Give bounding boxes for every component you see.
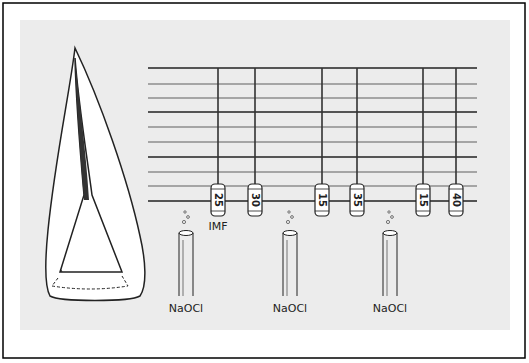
- syringe-tip: [383, 231, 397, 236]
- bubble: [391, 216, 394, 219]
- file-handle: [315, 184, 329, 216]
- syringe-wall: [179, 233, 180, 296]
- file-shaft: [356, 68, 358, 186]
- syringe-wall: [283, 233, 284, 296]
- handle-ring: [449, 189, 463, 190]
- irrigant-label: NaOCl: [273, 303, 307, 314]
- file-size: 30: [250, 193, 260, 207]
- file-size: 35: [352, 193, 362, 207]
- bubble: [288, 211, 290, 213]
- file-size: 40: [451, 193, 461, 207]
- file-size: 25: [213, 193, 223, 207]
- cej-line: [52, 268, 128, 289]
- bubble: [291, 216, 294, 219]
- file-handle: [449, 184, 463, 216]
- file-handle: [350, 184, 364, 216]
- bubble: [388, 211, 390, 213]
- file-shaft: [217, 68, 219, 186]
- bubble: [184, 211, 186, 213]
- file-shaft: [422, 68, 424, 186]
- syringe-tip: [179, 231, 193, 236]
- handle-ring: [350, 189, 364, 190]
- syringe-wall: [287, 240, 288, 296]
- endo-files: [211, 68, 463, 216]
- handle-ring: [315, 211, 329, 212]
- handle-ring: [350, 211, 364, 212]
- irrigant-label: NaOCl: [169, 303, 203, 314]
- handle-ring: [211, 211, 225, 212]
- syringe-wall: [397, 233, 398, 296]
- scale-lines: [148, 68, 477, 201]
- file-label: IMF: [208, 221, 227, 232]
- syringe-wall: [387, 240, 388, 296]
- pulp-chamber: [60, 58, 122, 272]
- handle-ring: [315, 189, 329, 190]
- file-handle: [211, 184, 225, 216]
- tooth-outline: [46, 48, 145, 301]
- bubble: [286, 220, 289, 223]
- syringe-wall: [297, 233, 298, 296]
- file-size: 15: [418, 193, 428, 207]
- syringe-tip: [283, 231, 297, 236]
- handle-ring: [449, 211, 463, 212]
- handle-ring: [416, 189, 430, 190]
- bubble: [182, 220, 185, 223]
- handle-ring: [248, 211, 262, 212]
- handle-ring: [248, 189, 262, 190]
- syringe-wall: [193, 233, 194, 296]
- syringe-wall: [183, 240, 184, 296]
- syringes: [179, 211, 397, 296]
- bubble: [187, 216, 190, 219]
- handle-ring: [416, 211, 430, 212]
- irrigant-label: NaOCl: [373, 303, 407, 314]
- handle-ring: [211, 189, 225, 190]
- root-canal: [75, 58, 89, 200]
- file-handle: [248, 184, 262, 216]
- file-handle: [416, 184, 430, 216]
- syringe-wall: [383, 233, 384, 296]
- file-shaft: [254, 68, 256, 186]
- frame: [3, 3, 525, 358]
- file-size: 15: [317, 193, 327, 207]
- panel: [20, 20, 510, 330]
- file-shaft: [455, 68, 457, 186]
- file-shaft: [321, 68, 323, 186]
- bubble: [386, 220, 389, 223]
